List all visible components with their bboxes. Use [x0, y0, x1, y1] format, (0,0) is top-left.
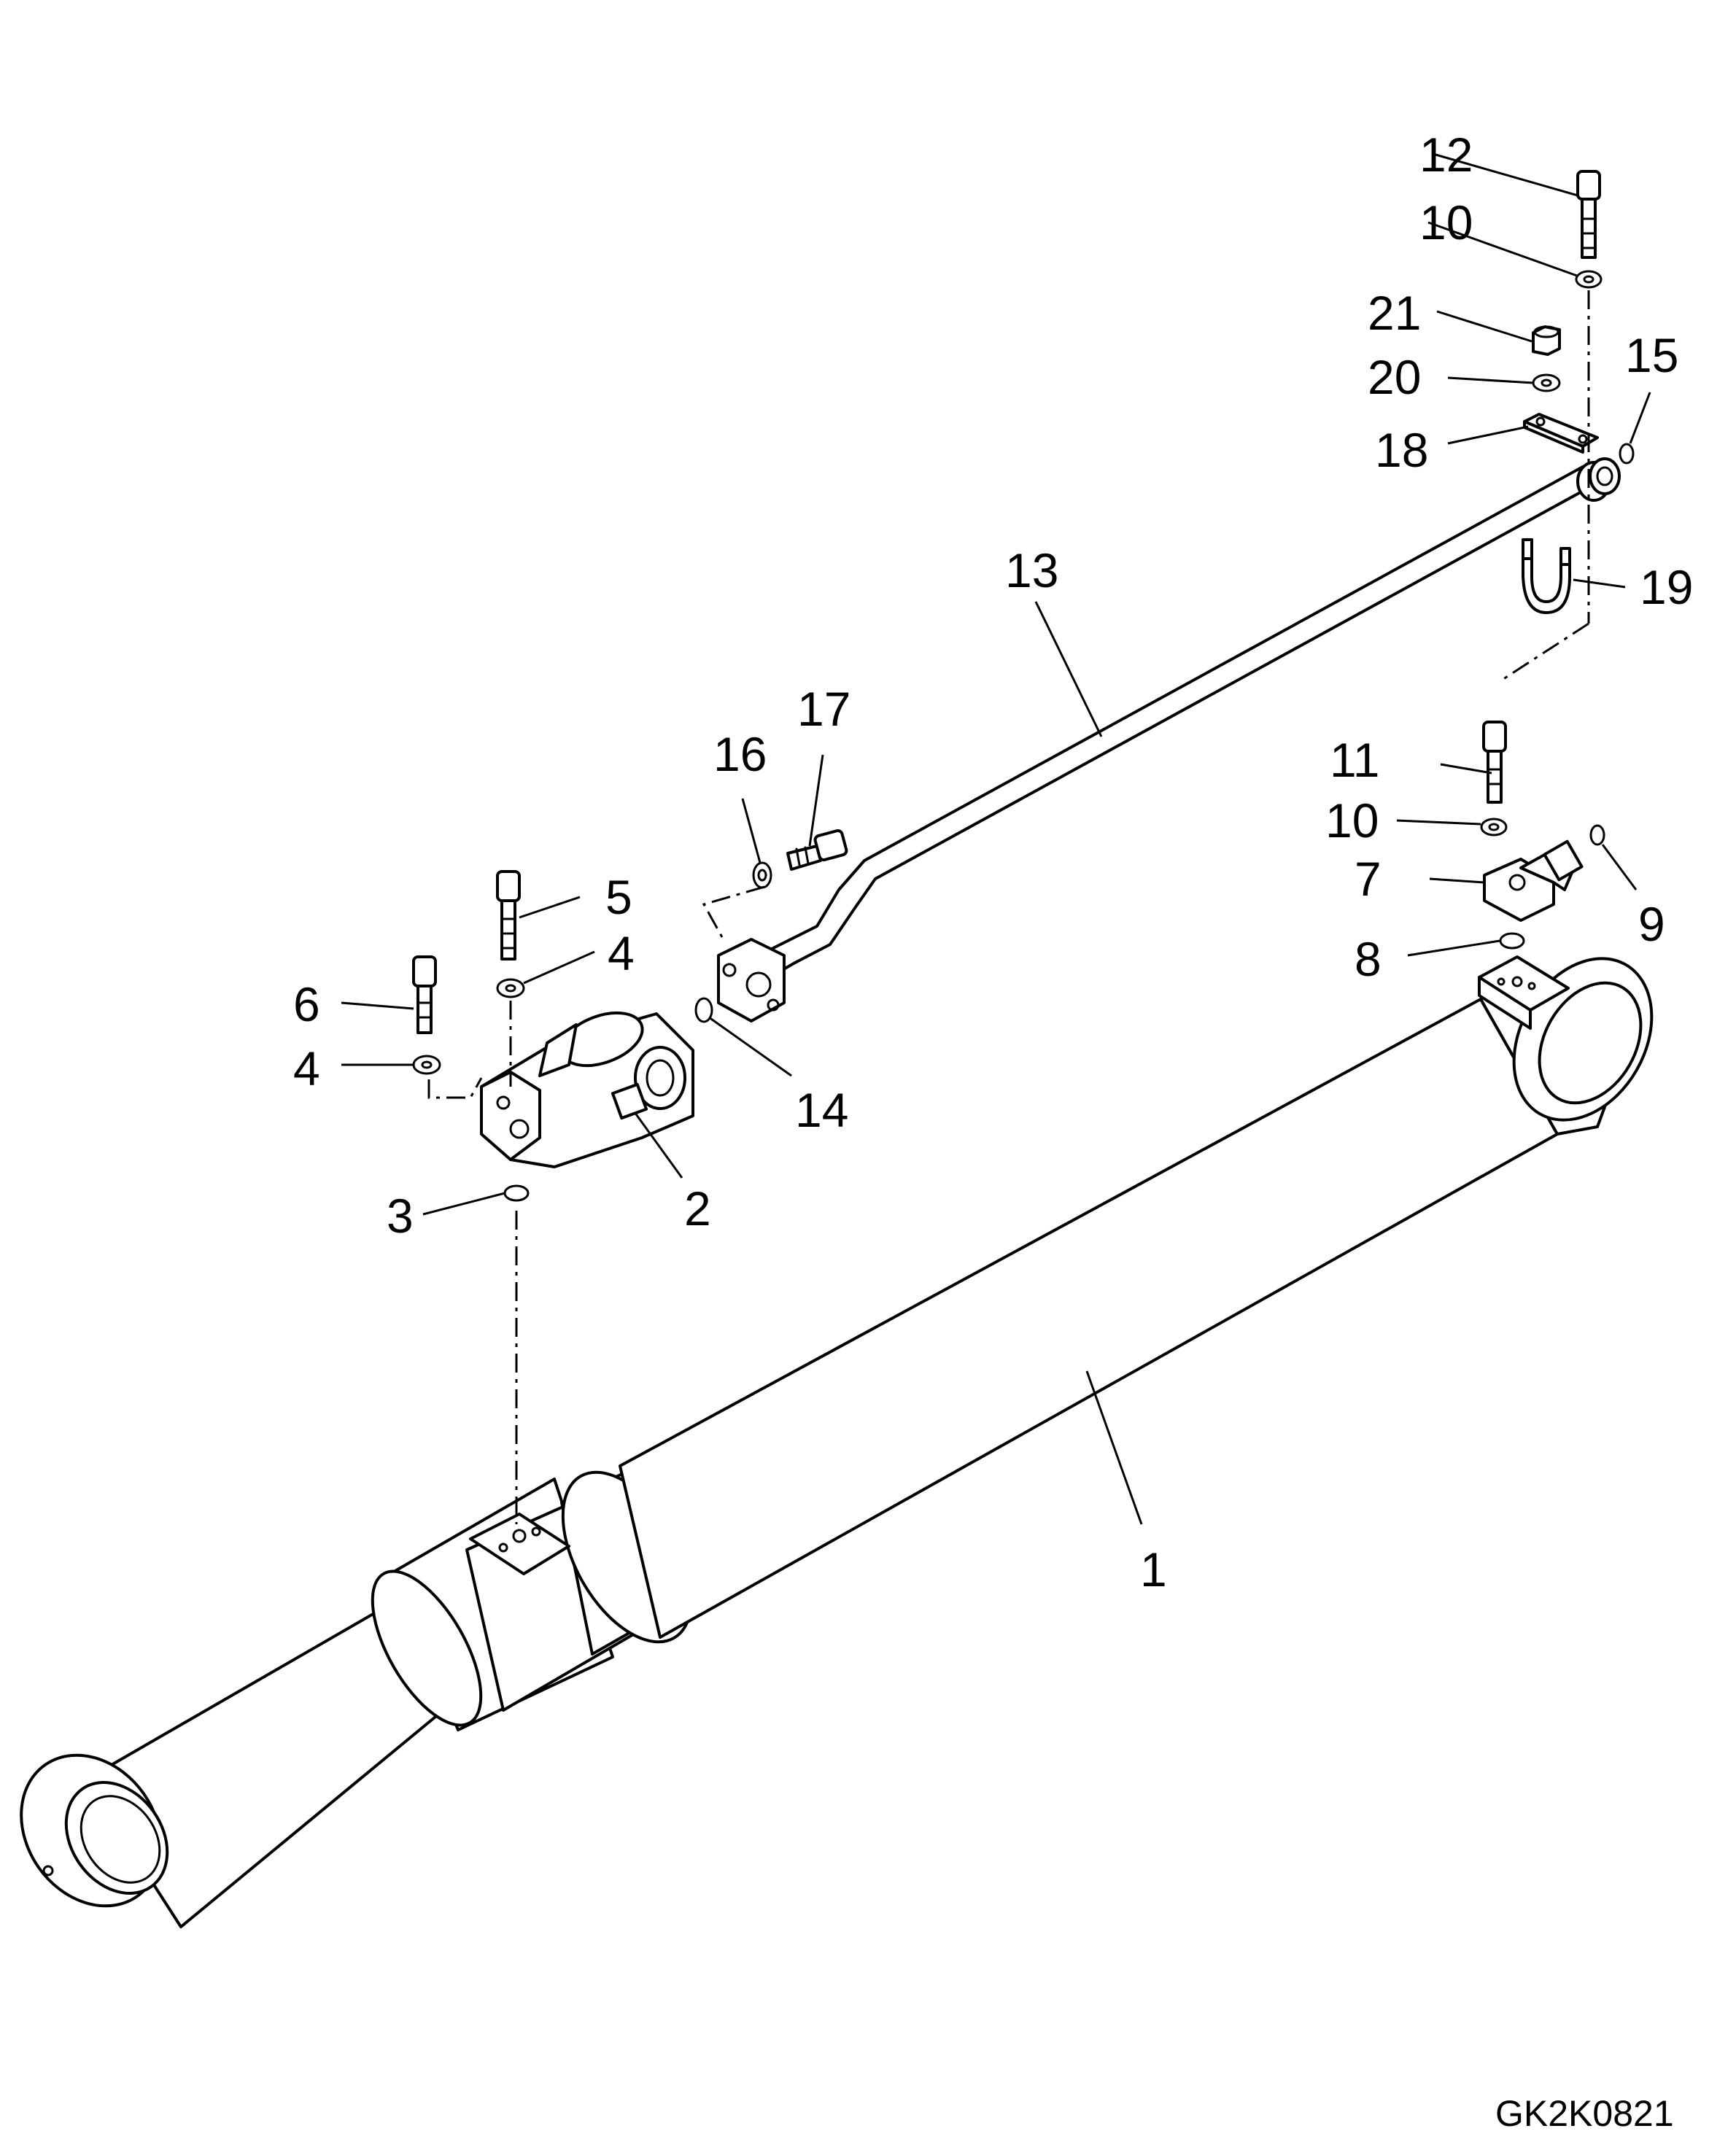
callout-20: 20 [1368, 350, 1421, 404]
part-10-washers [1480, 270, 1603, 837]
callout-2: 2 [684, 1181, 711, 1235]
callout-6: 6 [293, 977, 320, 1031]
part-7-elbow-fitting [1483, 839, 1584, 922]
part-19-ubolt [1522, 538, 1571, 614]
callout-12: 12 [1419, 128, 1473, 182]
callout-17: 17 [797, 682, 850, 736]
callout-4-lower: 4 [293, 1041, 320, 1095]
part-4-washers [412, 978, 525, 1075]
callout-13: 13 [1005, 543, 1058, 597]
part-12-bolt [1576, 170, 1601, 259]
part-21-nut [1532, 325, 1561, 356]
callout-4-upper: 4 [608, 926, 635, 980]
alignment-lines [427, 290, 1590, 1524]
pipe-flange [717, 938, 786, 1022]
part-6-bolt [412, 955, 437, 1034]
callout-numbers: 1 2 3 4 4 5 6 7 8 9 10 10 11 12 13 14 15… [293, 128, 1693, 1596]
part-8-oring [1499, 932, 1525, 950]
leader-lines [341, 153, 1651, 1525]
callout-5: 5 [605, 870, 632, 924]
callout-11: 11 [1330, 733, 1380, 787]
part-5-bolt [496, 870, 521, 960]
callout-3: 3 [387, 1189, 414, 1243]
part-18-plate [1523, 413, 1599, 454]
part-15-oring [1619, 443, 1635, 465]
part-11-bolt [1482, 721, 1507, 804]
part-20-washer [1532, 373, 1561, 392]
part-3-oring [503, 1184, 530, 1202]
callout-10-upper: 10 [1419, 195, 1473, 249]
callout-1: 1 [1140, 1542, 1167, 1596]
cylinder-assembly [20, 955, 1654, 1928]
part-14-oring [694, 997, 713, 1023]
part-13-pipe [757, 457, 1621, 979]
callout-21: 21 [1368, 286, 1421, 340]
valve-block [480, 1011, 694, 1168]
callout-7: 7 [1355, 852, 1382, 906]
callout-15: 15 [1625, 328, 1678, 382]
callout-8: 8 [1355, 932, 1382, 986]
drawing-code: GK2K0821 [1495, 2093, 1674, 2134]
callout-18: 18 [1375, 423, 1428, 477]
callout-16: 16 [713, 727, 767, 781]
callout-19: 19 [1640, 560, 1693, 614]
callout-14: 14 [795, 1083, 848, 1137]
callout-9: 9 [1638, 897, 1665, 951]
part-17-bolt [786, 829, 848, 871]
part-9-oring [1589, 824, 1605, 846]
part-16-washer [752, 861, 772, 889]
callout-10-lower: 10 [1325, 793, 1379, 847]
